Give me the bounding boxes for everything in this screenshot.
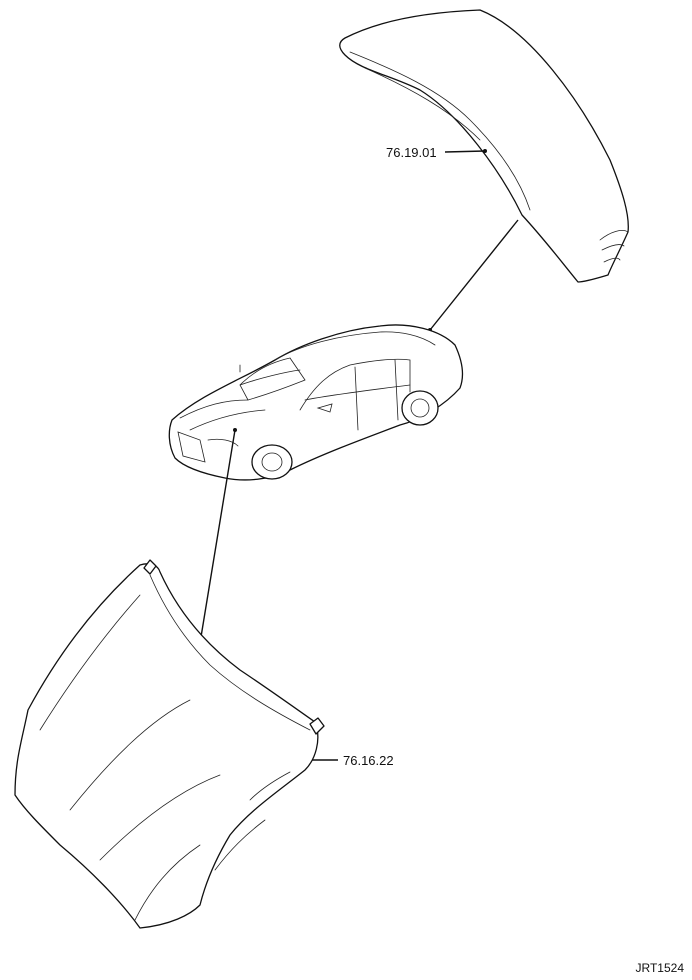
car-illustration bbox=[168, 324, 464, 481]
boot-lid-part-number: 76.19.01 bbox=[386, 145, 437, 160]
figure-reference: JRT1524 bbox=[636, 961, 685, 975]
hood-part-number: 76.16.22 bbox=[343, 753, 394, 768]
boot-lid-part bbox=[339, 9, 629, 283]
hood-part bbox=[14, 559, 325, 929]
